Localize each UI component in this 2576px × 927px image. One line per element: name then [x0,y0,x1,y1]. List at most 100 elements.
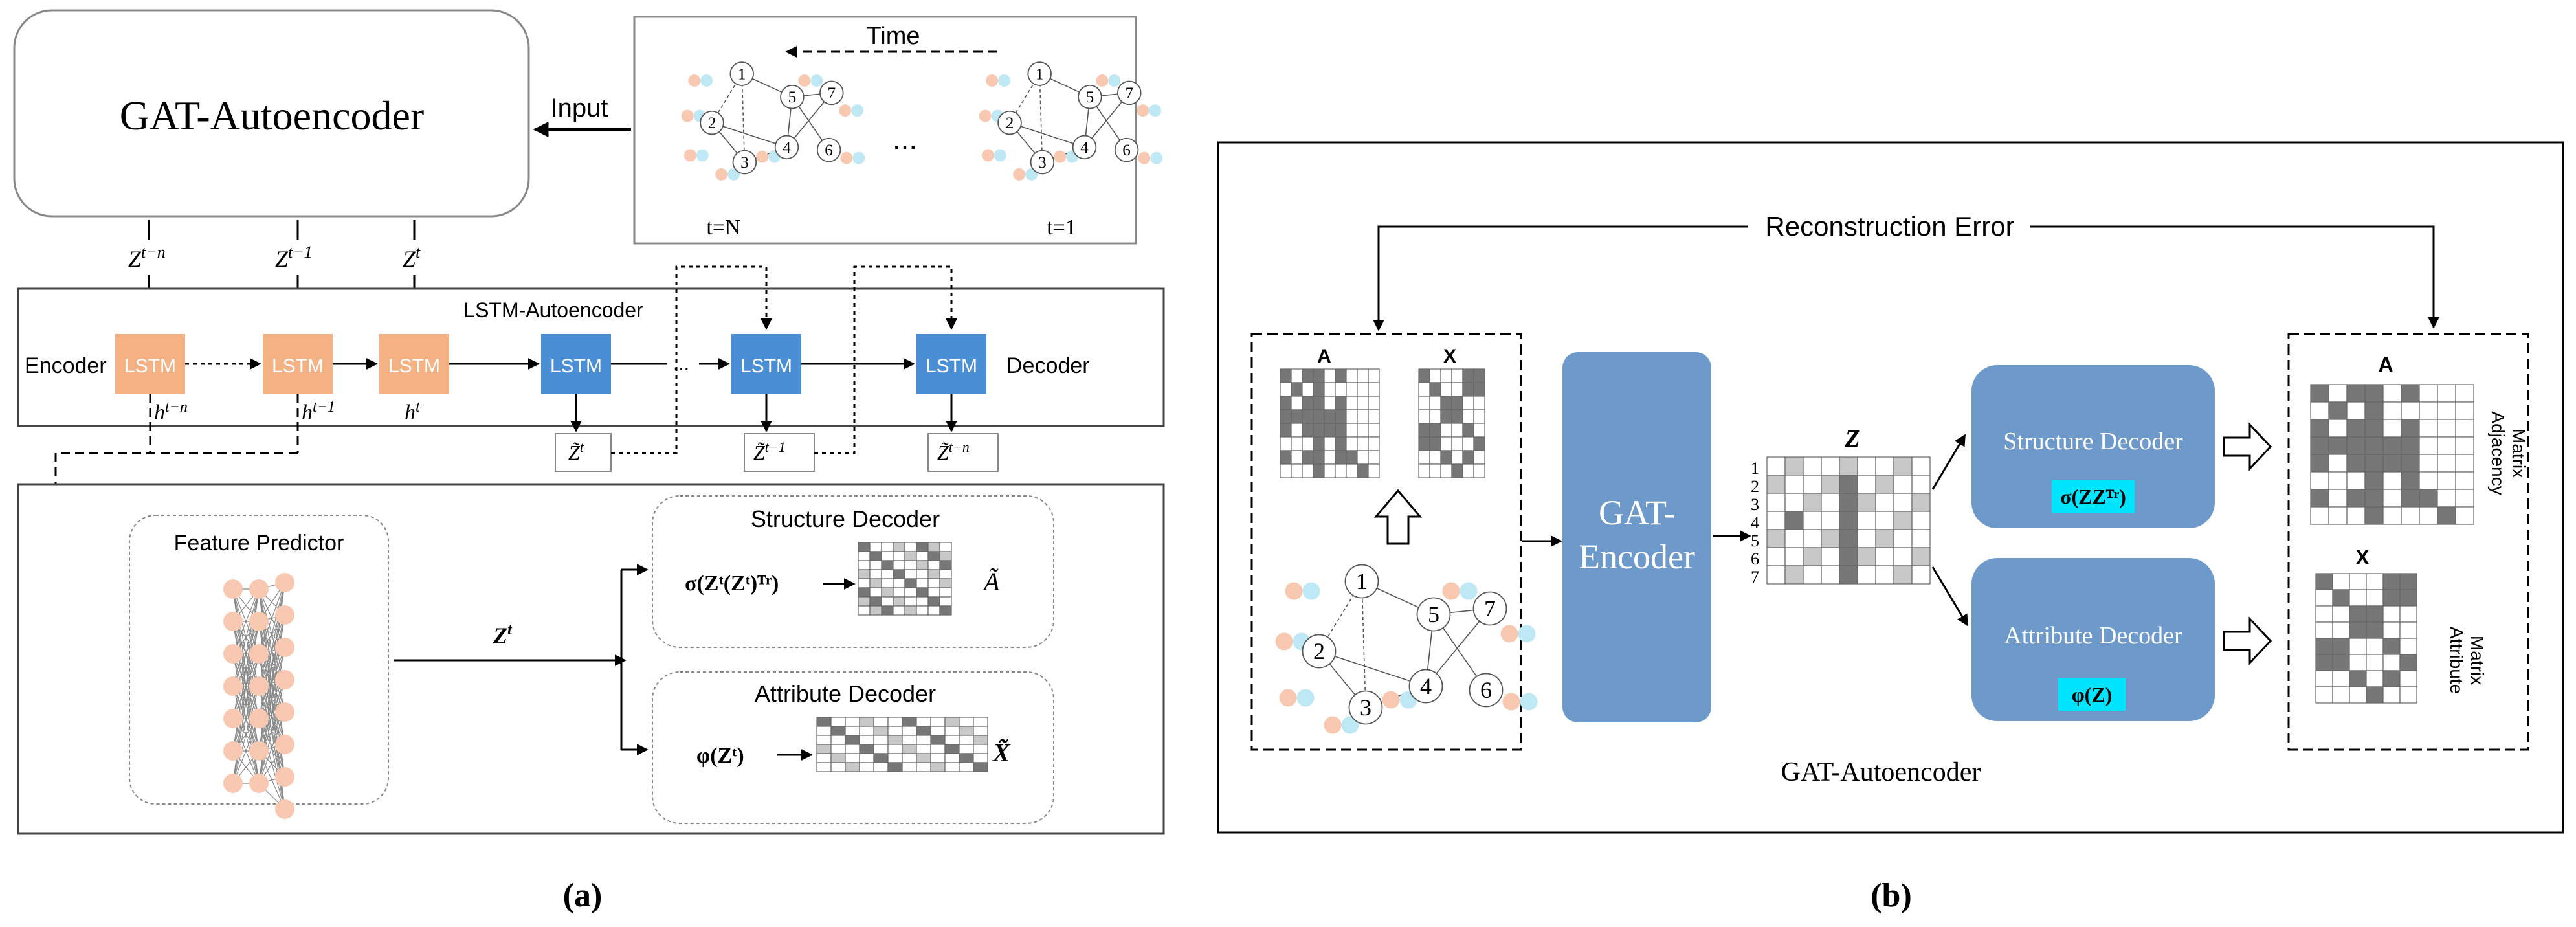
matrix-cell [2332,686,2350,704]
matrix-cell [2382,605,2401,623]
matrix-cell [973,735,988,745]
matrix-cell [1368,423,1380,438]
svg-text:LSTM: LSTM [388,355,440,377]
zt-out-2: Z̃t−1 [753,439,786,464]
matrix-cell [2346,471,2366,490]
matrix-cell [902,753,917,763]
z-row-label: 2 [1751,477,1759,496]
matrix-cell [858,551,871,561]
matrix-cell [916,744,931,754]
matrix-cell [1766,565,1786,585]
matrix-cell [939,551,952,561]
attribute-decoder-block-b [1971,558,2215,721]
matrix-cell [1462,450,1474,465]
matrix-cell [973,726,988,736]
graph-node [1348,690,1383,725]
matrix-cell [1324,396,1336,410]
matrix-cell [2346,384,2366,403]
matrix-cell [2364,471,2384,490]
matrix-cell [2419,401,2438,420]
matrix-cell [2401,454,2420,473]
matrix-cell [1451,450,1463,465]
matrix-cell [1429,450,1441,465]
adjacency-label: AdjacencyMatrix [2488,411,2529,495]
matrix-cell [2328,419,2348,438]
matrix-cell [1766,493,1786,512]
matrix-cell [1368,409,1380,424]
matrix-cell [1451,396,1463,410]
matrix-cell [1313,423,1325,438]
matrix-cell [858,605,871,616]
matrix-cell [1357,396,1369,410]
matrix-cell [1803,493,1822,512]
matrix-cell [1368,382,1380,397]
nn-edge [258,711,285,784]
z-row-label: 5 [1751,531,1759,550]
matrix-cell [1302,368,1314,383]
matrix-cell [2401,471,2420,490]
matrix-cell [2437,489,2456,508]
z-row-label: 6 [1751,550,1759,568]
matrix-cell [927,578,940,588]
matrix-cell [2382,471,2402,490]
matrix-cell [2315,638,2333,655]
matrix-cell [944,744,960,754]
matrix-cell [869,605,882,616]
matrix-cell [1462,382,1474,397]
matrix-cell [2332,605,2350,623]
zt-out-3: Z̃t−n [937,439,970,464]
matrix-cell [858,569,871,579]
matrix-cell [859,762,874,772]
matrix-cell [1302,409,1314,424]
matrix-cell [2401,436,2420,455]
graph-edge [1038,73,1043,162]
matrix-cell [2399,605,2417,623]
matrix-cell [2310,454,2329,473]
matrix-cell [1357,409,1369,424]
matrix-cell [2349,686,2367,704]
matrix-cell [2332,670,2350,687]
matrix-cell [973,753,988,763]
matrix-cell [902,735,917,745]
zt-out-box-2 [744,433,815,472]
matrix-cell [2328,436,2348,455]
matrix-cell [1473,436,1485,451]
matrix-cell [1302,450,1314,465]
graph-node-label: 5 [788,89,797,106]
matrix-cell [2437,419,2456,438]
matrix-cell [930,735,946,745]
matrix-cell [1291,450,1303,465]
graph-node [1344,564,1379,599]
matrix-cell [1911,493,1931,512]
matrix-cell [1346,464,1358,478]
matrix-cell [916,605,929,616]
matrix-cell [2455,419,2474,438]
matrix-cell [1911,565,1931,585]
matrix-cell [2382,454,2402,473]
matrix-cell [2310,419,2329,438]
matrix-cell [1839,547,1858,566]
matrix-a-label-in: A [1317,346,1331,367]
lstm-autoencoder-title: LSTM-Autoencoder [463,298,643,322]
matrix-cell [930,717,946,727]
matrix-cell [2382,506,2402,525]
graph-node [774,135,799,160]
matrix-cell [927,587,940,598]
matrix-cell [1766,475,1786,494]
nn-node [223,741,243,761]
matrix-cell [1766,547,1786,566]
structure-decoder-block-b [1971,365,2215,528]
matrix-cell [1346,396,1358,410]
gat-autoencoder-label-b: GAT-Autoencoder [1781,757,1981,787]
matrix-cell [1335,396,1347,410]
feature-dot [688,74,701,87]
matrix-cell [2455,454,2474,473]
matrix-cell [944,753,960,763]
matrix-cell [939,560,952,570]
matrix-cell [845,744,860,754]
gat-encoder-line1: GAT- [1599,493,1675,532]
matrix-cell [1429,382,1441,397]
matrix-cell [944,762,960,772]
